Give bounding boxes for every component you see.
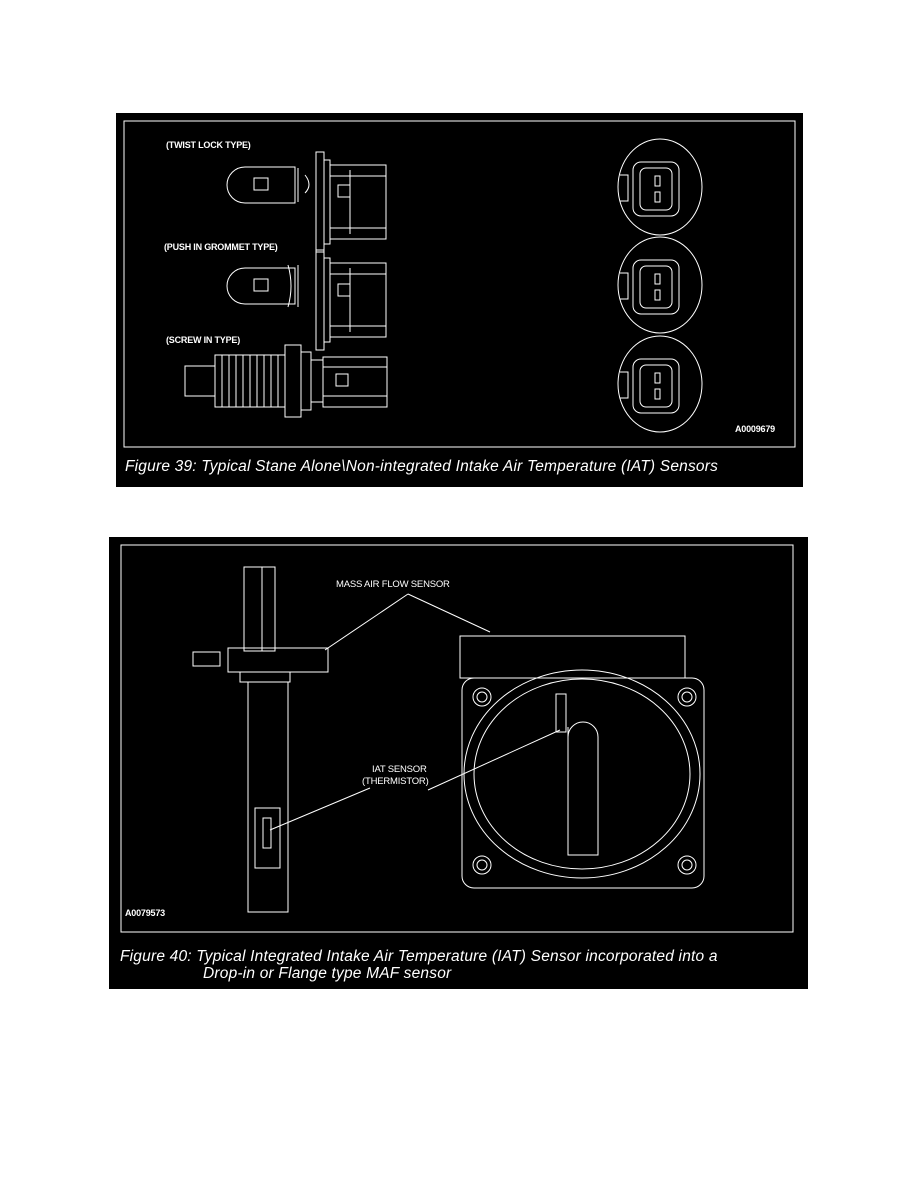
push-in-grommet-sensor-drawing — [226, 249, 387, 351]
figure-40-caption-line-1: Figure 40: Typical Integrated Intake Air… — [120, 948, 718, 965]
label-screw-in-type: (SCREW IN TYPE) — [166, 335, 241, 345]
twist-lock-sensor-drawing — [226, 151, 387, 253]
connector-end-views — [617, 138, 703, 433]
figure-39-art-id: A0009679 — [735, 424, 775, 434]
drop-in-maf-sensor-drawing — [192, 566, 491, 913]
label-mass-air-flow-sensor: MASS AIR FLOW SENSOR — [336, 579, 450, 590]
label-twist-lock-type: (TWIST LOCK TYPE) — [166, 140, 251, 150]
label-iat-sensor: IAT SENSOR — [372, 764, 427, 775]
figure-40-panel — [109, 537, 808, 989]
figure-39-panel — [116, 113, 803, 487]
flange-maf-sensor-drawing — [269, 635, 705, 889]
figure-40-caption-line-2: Drop-in or Flange type MAF sensor — [203, 965, 452, 982]
figure-40-art-id: A0079573 — [125, 908, 165, 918]
figure-39-frame — [123, 120, 796, 448]
screw-in-sensor-drawing — [184, 344, 388, 418]
label-thermistor: (THERMISTOR) — [362, 776, 429, 787]
figure-39-caption: Figure 39: Typical Stane Alone\Non-integ… — [125, 458, 719, 475]
figure-40-frame — [120, 544, 794, 933]
label-push-in-grommet-type: (PUSH IN GROMMET TYPE) — [164, 242, 278, 252]
